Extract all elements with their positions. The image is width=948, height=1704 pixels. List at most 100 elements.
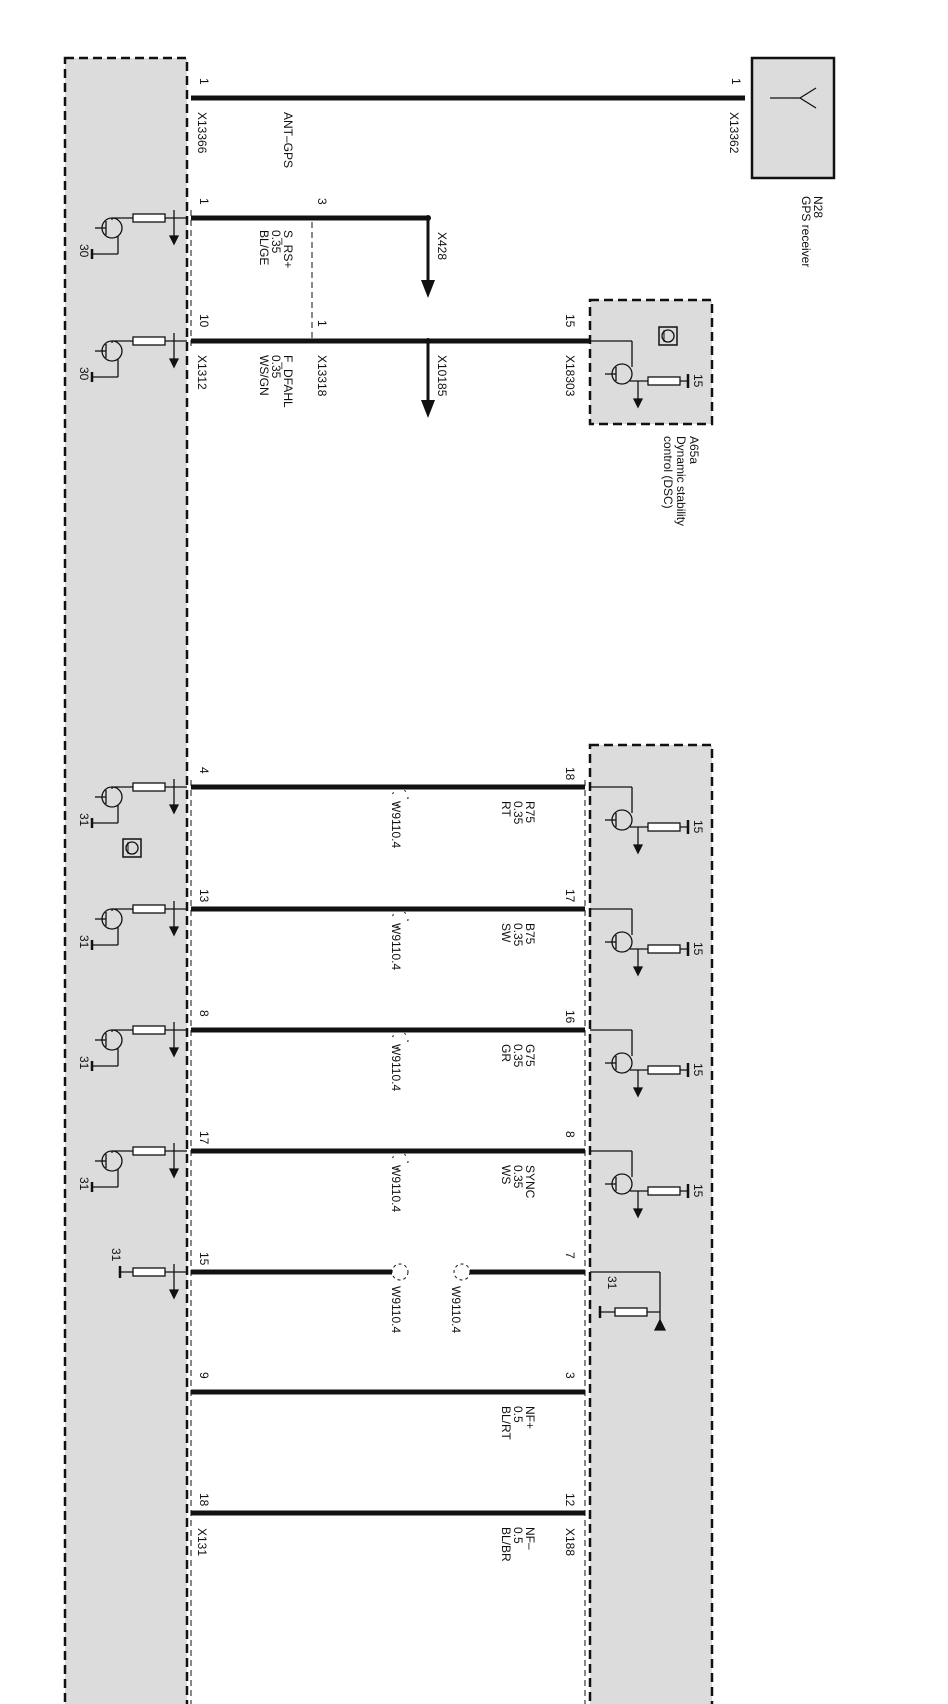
shield-label: W9110.4 bbox=[389, 1286, 403, 1333]
wire-size: 0.35 bbox=[511, 923, 525, 947]
pin-label: 3 bbox=[563, 1372, 577, 1379]
shield-label: W9110.4 bbox=[389, 1165, 403, 1212]
pin-label: 17 bbox=[563, 889, 577, 903]
shield-label: W9110.4 bbox=[389, 923, 403, 970]
antenna-icon bbox=[770, 87, 817, 109]
signal-f-dfahl: F_DFAHL bbox=[281, 355, 295, 408]
supply-label: 30 bbox=[77, 244, 91, 258]
supply-label: 15 bbox=[691, 1063, 705, 1077]
wire-size: 0.35 bbox=[269, 230, 283, 254]
arrow-x10185 bbox=[421, 338, 435, 418]
driver-right bbox=[590, 1150, 690, 1219]
pin-label: 13 bbox=[197, 889, 211, 903]
wire-color: SW bbox=[499, 923, 513, 943]
connector-x10185: X10185 bbox=[435, 355, 449, 397]
signal-label: NF– bbox=[523, 1527, 537, 1550]
pin-label: 18 bbox=[197, 1493, 211, 1507]
connector-bottom-right: X188 bbox=[563, 1528, 577, 1556]
supply-label: 31 bbox=[77, 935, 91, 949]
driver-left bbox=[90, 779, 187, 828]
shield-label: W9110.4 bbox=[389, 1044, 403, 1091]
signal-label: NF+ bbox=[523, 1406, 537, 1429]
pin-label: 9 bbox=[197, 1372, 211, 1379]
wire-color: BL/RT bbox=[499, 1406, 513, 1440]
wire-row bbox=[191, 1263, 585, 1281]
signal-label: R75 bbox=[523, 801, 537, 823]
wire-size: 0.35 bbox=[269, 355, 283, 379]
arrow-x428 bbox=[421, 215, 435, 298]
signal-label: SYNC bbox=[523, 1165, 537, 1199]
supply-label: 15 bbox=[691, 374, 705, 388]
gps-receiver-box bbox=[750, 56, 836, 180]
pin-label: 1 bbox=[729, 78, 743, 85]
transistor-symbol-icon bbox=[658, 326, 678, 346]
wire-color: BL/BR bbox=[499, 1527, 513, 1562]
signal-s-rs: S_RS+ bbox=[281, 230, 295, 268]
pin-label: 15 bbox=[197, 1252, 211, 1266]
driver-right bbox=[590, 1029, 690, 1098]
wire-row bbox=[191, 906, 585, 928]
wire-color: WS/GN bbox=[257, 355, 271, 396]
wire-row bbox=[191, 1148, 585, 1170]
pin-label: 4 bbox=[197, 767, 211, 774]
wire-color: RT bbox=[499, 801, 513, 817]
driver-right bbox=[590, 786, 690, 855]
a65a-name-1: Dynamic stability bbox=[674, 436, 688, 526]
n28-id: N28 bbox=[811, 196, 825, 218]
transistor-symbol-icon bbox=[122, 838, 142, 858]
pin-label: 16 bbox=[563, 1010, 577, 1024]
driver-dsc bbox=[590, 340, 690, 409]
pulldown-left bbox=[118, 1264, 667, 1331]
connector-x1312: X1312 bbox=[195, 355, 209, 390]
connector-x13366: X13366 bbox=[195, 112, 209, 154]
left-control-unit bbox=[63, 56, 189, 1704]
supply-label: 31 bbox=[605, 1276, 619, 1290]
connector-bottom-left: X131 bbox=[195, 1528, 209, 1556]
n28-name: GPS receiver bbox=[799, 196, 813, 267]
shield-label: W9110.4 bbox=[449, 1286, 463, 1333]
a65a-name-2: control (DSC) bbox=[661, 436, 675, 509]
dsc-module-box bbox=[588, 298, 714, 426]
right-control-unit bbox=[588, 743, 714, 1704]
wire-size: 0.35 bbox=[511, 801, 525, 825]
supply-label: 31 bbox=[77, 1056, 91, 1070]
shield-label: W9110.4 bbox=[389, 801, 403, 848]
wire-size: 0.35 bbox=[511, 1165, 525, 1189]
wire-size: 0.35 bbox=[511, 1044, 525, 1068]
signal-label: G75 bbox=[523, 1044, 537, 1067]
pin-label: 10 bbox=[197, 314, 211, 328]
connector-x13362: X13362 bbox=[727, 112, 741, 154]
pin-label: 1 bbox=[197, 78, 211, 85]
pin-label: 8 bbox=[197, 1010, 211, 1017]
supply-label: 31 bbox=[77, 813, 91, 827]
signal-ant-gps: ANT–GPS bbox=[281, 112, 295, 168]
a65a-id: A65a bbox=[687, 436, 701, 464]
pin-label: 7 bbox=[563, 1252, 577, 1259]
pin-label: 8 bbox=[563, 1131, 577, 1138]
supply-label: 30 bbox=[77, 367, 91, 381]
driver-left bbox=[90, 1143, 187, 1192]
wire-size: 0.5 bbox=[511, 1406, 525, 1423]
driver-right bbox=[590, 908, 690, 977]
wire-color: BL/GE bbox=[257, 230, 271, 265]
signal-label: B75 bbox=[523, 923, 537, 945]
connector-x18303: X18303 bbox=[563, 355, 577, 397]
supply-label: 31 bbox=[77, 1177, 91, 1191]
driver-left bbox=[90, 1022, 187, 1071]
pin-label: 17 bbox=[197, 1131, 211, 1145]
driver-left bbox=[90, 901, 187, 950]
wire-row bbox=[191, 1027, 585, 1049]
driver-s-rs bbox=[90, 210, 187, 259]
connector-x428: X428 bbox=[435, 232, 449, 260]
wire-row bbox=[191, 784, 585, 806]
driver-f-dfahl bbox=[90, 333, 187, 382]
pin-label: 15 bbox=[563, 314, 577, 328]
pin-label: 1 bbox=[315, 320, 329, 327]
pin-label: 18 bbox=[563, 767, 577, 781]
pin-label: 1 bbox=[197, 198, 211, 205]
supply-label: 15 bbox=[691, 820, 705, 834]
supply-label: 15 bbox=[691, 1184, 705, 1198]
pin-label: 3 bbox=[315, 198, 329, 205]
supply-label: 15 bbox=[691, 942, 705, 956]
